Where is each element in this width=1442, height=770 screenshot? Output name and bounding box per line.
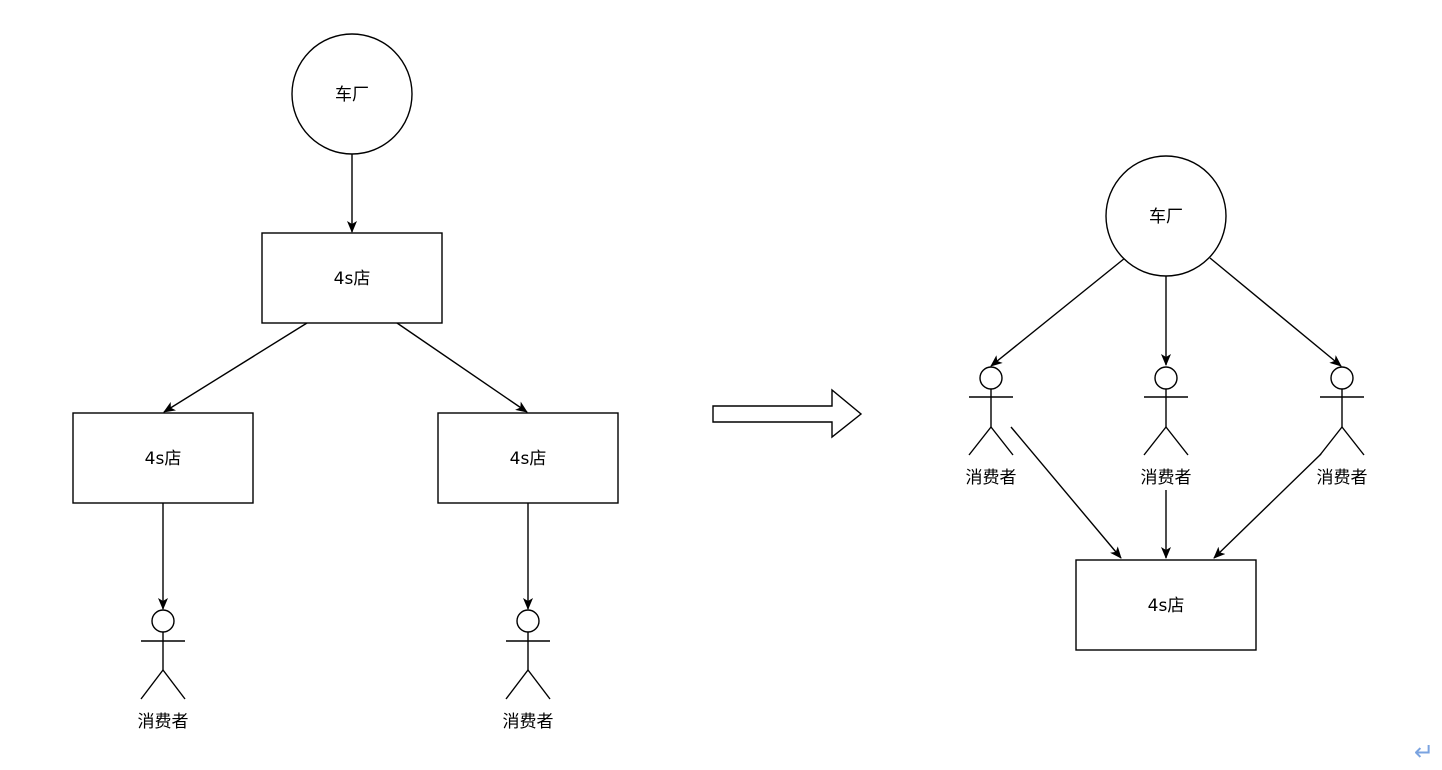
- dealer-node-bottom: 4s店: [1075, 559, 1257, 651]
- dealer-label: 4s店: [510, 449, 547, 469]
- consumer-label: 消费者: [1141, 468, 1192, 488]
- factory-label: 车厂: [335, 85, 369, 105]
- stick-figure-icon: [140, 609, 186, 700]
- edge-consumer-left-to-dealer: [1010, 426, 1122, 559]
- return-icon: ↵: [1413, 738, 1435, 766]
- factory-label: 车厂: [1149, 207, 1183, 227]
- consumer-actor-right-right: 消费者: [1317, 366, 1368, 488]
- right-diagram: 车厂 消费者 消费者: [966, 155, 1368, 651]
- consumer-actor-left: 消费者: [138, 609, 189, 732]
- dealer-node-top: 4s店: [261, 232, 443, 324]
- consumer-actor-right-center: 消费者: [1141, 366, 1192, 488]
- dealer-node-left: 4s店: [72, 412, 254, 504]
- edge-factory-to-consumer-left: [990, 257, 1126, 367]
- factory-node-right: 车厂: [1105, 155, 1227, 277]
- factory-node: 车厂: [291, 33, 413, 155]
- edge-dealer-to-dealer-left: [163, 322, 308, 413]
- stick-figure-icon: [968, 366, 1014, 456]
- dealer-label: 4s店: [334, 269, 371, 289]
- dealer-node-right: 4s店: [437, 412, 619, 504]
- edge-consumer-right-to-dealer: [1213, 453, 1322, 559]
- stick-figure-icon: [1319, 366, 1365, 456]
- transition-arrow-icon: [712, 388, 863, 439]
- dealer-label: 4s店: [145, 449, 182, 469]
- consumer-actor-right: 消费者: [503, 609, 554, 732]
- dealer-label: 4s店: [1148, 596, 1185, 616]
- edge-factory-to-consumer-right: [1209, 257, 1342, 367]
- consumer-actor-right-left: 消费者: [966, 366, 1017, 488]
- consumer-label: 消费者: [966, 468, 1017, 488]
- stick-figure-icon: [505, 609, 551, 700]
- stick-figure-icon: [1143, 366, 1189, 456]
- consumer-label: 消费者: [1317, 468, 1368, 488]
- left-diagram: 车厂 4s店 4s店 4s店 消费者: [72, 33, 619, 732]
- consumer-label: 消费者: [138, 712, 189, 732]
- consumer-label: 消费者: [503, 712, 554, 732]
- edge-dealer-to-dealer-right: [396, 322, 528, 413]
